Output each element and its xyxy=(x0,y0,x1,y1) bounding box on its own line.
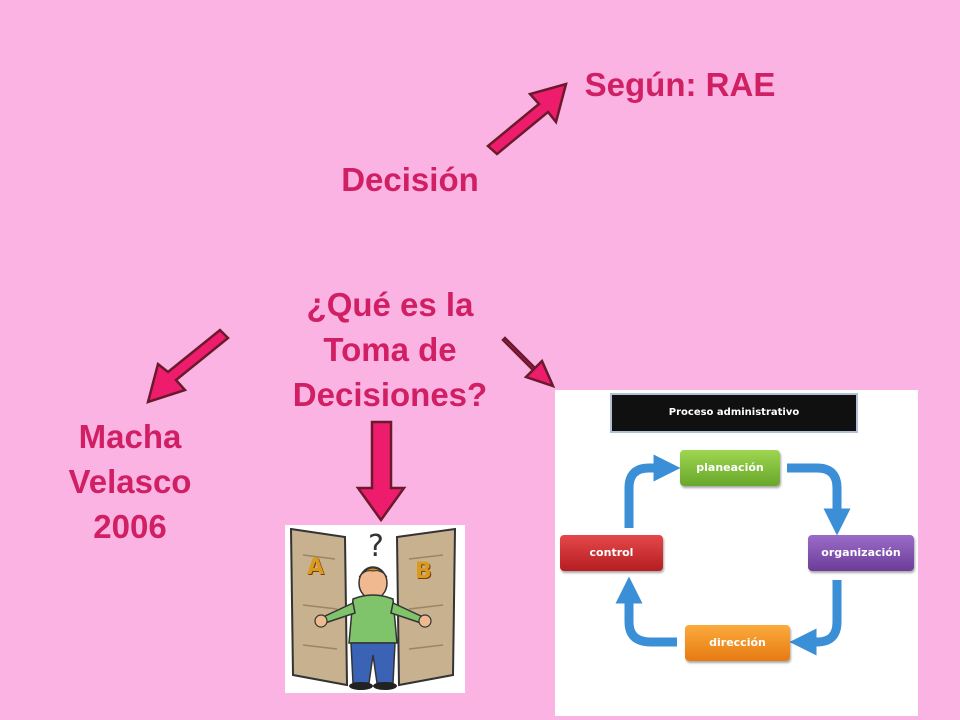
question-line-2: Toma de xyxy=(323,331,457,368)
arrow-to-process xyxy=(501,336,556,389)
decision-label: Decisión xyxy=(341,161,479,198)
door-a-letter: A xyxy=(307,555,325,580)
segun-rae-label: Según: RAE xyxy=(584,66,776,103)
step-direccion: dirección xyxy=(685,625,790,661)
step-planeacion: planeación xyxy=(680,450,780,486)
question-mark: ? xyxy=(368,529,384,564)
author-line-1: Macha xyxy=(78,418,182,455)
step-control: control xyxy=(560,535,663,571)
person-shirt xyxy=(348,594,398,644)
arrow-to-segun xyxy=(486,82,568,156)
question-line-1: ¿Qué es la xyxy=(306,286,474,323)
decision-doors-illustration: ? A B xyxy=(285,525,465,693)
cycle-arrows xyxy=(615,454,851,656)
process-title: Proceso administrativo xyxy=(610,393,858,433)
arrow-dir-to-ctrl xyxy=(615,576,677,647)
arrow-to-cartoon xyxy=(355,420,407,523)
question-line-3: Decisiones? xyxy=(292,376,488,413)
arrow-plan-to-org xyxy=(787,463,851,536)
central-question: ¿Qué es la Toma de Decisiones? xyxy=(270,282,510,417)
door-b-letter: B xyxy=(415,559,432,584)
author-line-3: 2006 xyxy=(93,508,167,545)
arrow-org-to-dir xyxy=(789,580,842,656)
process-diagram: Proceso administrativo planeación organi… xyxy=(555,390,918,716)
author-line-2: Velasco xyxy=(68,463,192,500)
arrow-ctrl-to-plan xyxy=(624,454,681,528)
person-pants xyxy=(350,642,396,684)
doors-drawing xyxy=(289,527,457,690)
author-citation: Macha Velasco 2006 xyxy=(40,414,220,549)
step-organizacion: organización xyxy=(808,535,914,571)
arrow-to-author xyxy=(146,328,230,404)
